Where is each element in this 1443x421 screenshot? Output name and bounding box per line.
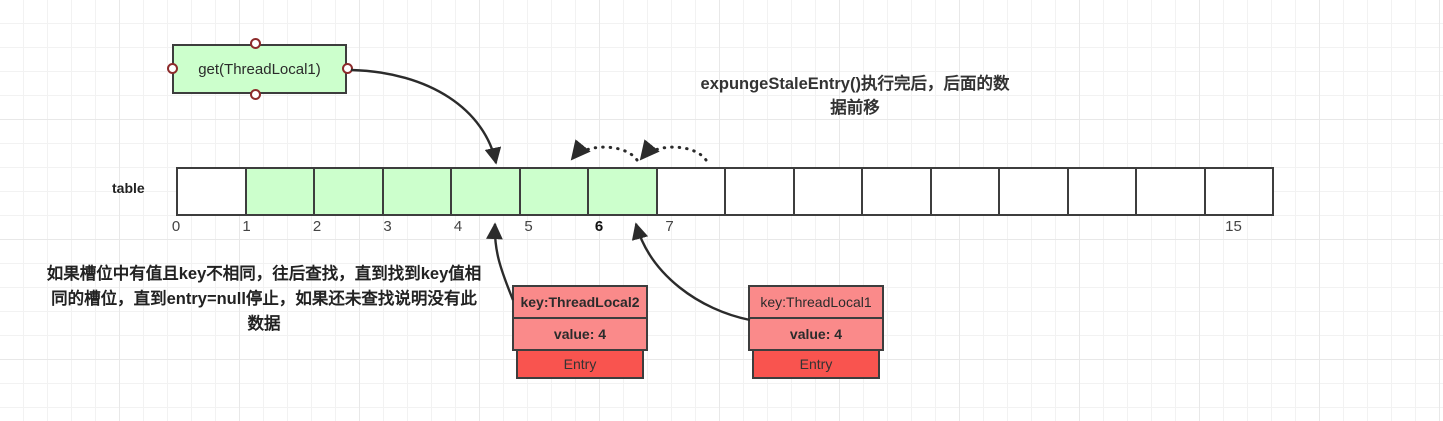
arrow-entry2-to-slot4 [486, 222, 515, 301]
table-index-label: 2 [312, 218, 322, 235]
table-index-label: 0 [171, 218, 181, 235]
table-slot[interactable] [724, 167, 795, 216]
connection-handle-bottom-icon[interactable] [250, 89, 261, 100]
table-slot[interactable] [929, 167, 1000, 216]
table-index-label: 15 [1225, 218, 1242, 235]
arrow-shift-slot7-to-slot6 [639, 139, 708, 162]
table-index-label: 1 [242, 218, 251, 235]
table-label: table [112, 180, 145, 196]
table-slot[interactable] [450, 167, 521, 216]
table-index-label: 5 [524, 218, 533, 235]
entry-footer: Entry [516, 349, 644, 379]
get-threadlocal-node[interactable]: get(ThreadLocal1) [172, 44, 347, 94]
table-slot[interactable] [1203, 167, 1274, 216]
entry-footer: Entry [752, 349, 880, 379]
arrow-entry1-to-slot6 [631, 222, 751, 322]
arrow-shift-slot6-to-slot5 [570, 139, 639, 162]
diagram-title: expungeStaleEntry()执行完后，后面的数据前移 [700, 75, 1010, 117]
table-index-label: 6 [594, 218, 604, 235]
entry-key: key:ThreadLocal2 [512, 285, 648, 319]
table-slot[interactable] [1135, 167, 1206, 216]
table-slot[interactable] [313, 167, 384, 216]
table-slot[interactable] [518, 167, 589, 216]
table-slot[interactable] [244, 167, 315, 216]
table-slot[interactable] [1066, 167, 1137, 216]
connection-handle-right-icon[interactable] [342, 63, 353, 74]
entry-box-threadlocal2[interactable]: key:ThreadLocal2 value: 4 Entry [512, 285, 648, 379]
table-index-label: 4 [453, 218, 463, 235]
table-slot[interactable] [861, 167, 932, 216]
table-slot[interactable] [655, 167, 726, 216]
lookup-note: 如果槽位中有值且key不相同，往后查找，直到找到key值相同的槽位，直到entr… [46, 265, 482, 333]
table-index-label: 3 [383, 218, 392, 235]
table-slot[interactable] [998, 167, 1069, 216]
table-slot[interactable] [587, 167, 658, 216]
table-slot[interactable] [381, 167, 452, 216]
entry-value: value: 4 [512, 317, 648, 351]
table-slot[interactable] [792, 167, 863, 216]
connection-handle-left-icon[interactable] [167, 63, 178, 74]
table-index-label: 7 [665, 218, 674, 235]
get-node-label: get(ThreadLocal1) [198, 60, 321, 78]
connection-handle-top-icon[interactable] [250, 38, 261, 49]
entry-value: value: 4 [748, 317, 884, 351]
table-slot[interactable] [176, 167, 247, 216]
table-slots [176, 167, 1274, 216]
entry-key: key:ThreadLocal1 [748, 285, 884, 319]
entry-box-threadlocal1[interactable]: key:ThreadLocal1 value: 4 Entry [748, 285, 884, 379]
arrow-get-to-slot4 [350, 68, 502, 165]
